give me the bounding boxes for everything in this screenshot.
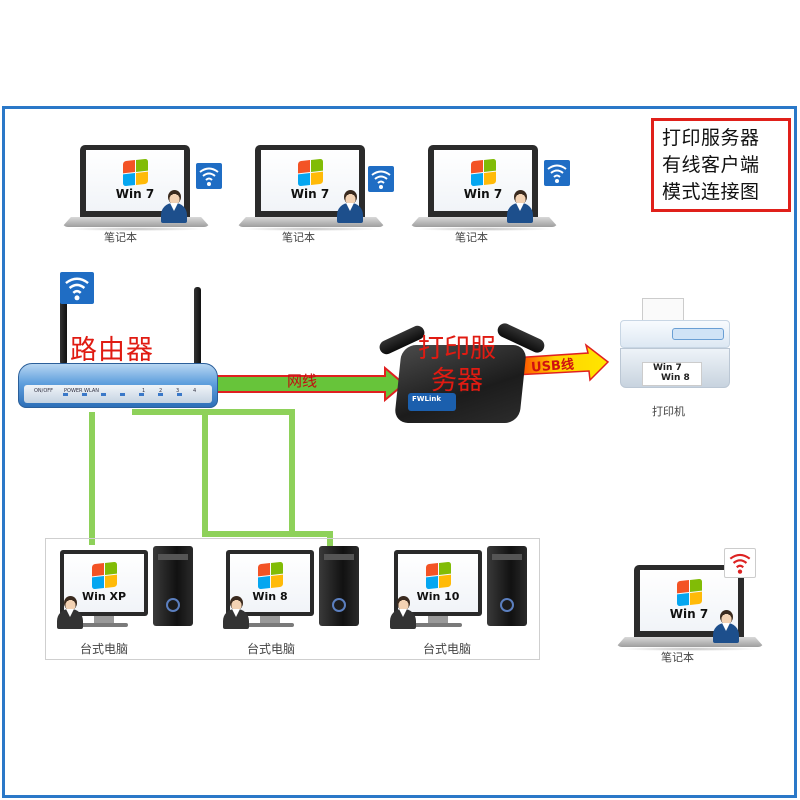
network-cable-label: 网线 (287, 372, 318, 390)
desktop-3: Win 10 (384, 546, 534, 640)
wifi-icon (724, 548, 756, 578)
router-port-label: 1 (142, 388, 146, 394)
laptop-label: 笔记本 (104, 231, 137, 244)
title-line-1: 打印服务器 (662, 127, 760, 149)
router-port-label: 4 (193, 388, 197, 394)
wifi-icon (544, 160, 570, 186)
title-line-3: 模式连接图 (662, 181, 760, 203)
router-port-label: 3 (176, 388, 180, 394)
wifi-icon (60, 272, 94, 304)
title-line-2: 有线客户端 (662, 154, 760, 176)
user-icon (222, 596, 250, 630)
windows-logo-icon (425, 561, 451, 590)
windows-logo-icon (676, 578, 702, 607)
desktop-os-label: Win 8 (252, 590, 288, 603)
printer: Win 7 Win 8 (612, 298, 732, 398)
windows-logo-icon (257, 561, 283, 590)
router-title: 路由器 (70, 335, 154, 366)
usb-cable-label: USB线 (530, 357, 575, 376)
desktop-label: 台式电脑 (80, 642, 129, 656)
desktop-1: Win XP (50, 546, 200, 640)
user-icon (712, 610, 740, 644)
laptop-os-label: Win 7 (669, 607, 709, 621)
router: ON/OFF POWER WLAN 1 2 3 4 (18, 285, 218, 415)
wifi-icon (196, 163, 222, 189)
user-icon (389, 596, 417, 630)
desktop-os-label: Win 10 (416, 590, 460, 603)
printer-paper-text: Win 8 (661, 373, 690, 383)
windows-logo-icon (122, 158, 148, 187)
printer-label: 打印机 (652, 405, 685, 418)
router-port-label: POWER (64, 388, 83, 394)
windows-logo-icon (297, 158, 323, 187)
windows-logo-icon (470, 158, 496, 187)
wifi-icon (368, 166, 394, 192)
user-icon (506, 190, 534, 224)
laptop-os-label: Win 7 (290, 187, 330, 201)
printer-paper-text: Win 7 (653, 363, 682, 373)
router-port-label: 2 (159, 388, 163, 394)
laptop-label: 笔记本 (455, 231, 488, 244)
router-port-label: WLAN (84, 388, 100, 394)
print-server: FWLink (377, 321, 553, 425)
desktop-label: 台式电脑 (423, 642, 472, 656)
windows-logo-icon (91, 561, 117, 590)
user-icon (160, 190, 188, 224)
user-icon (56, 596, 84, 630)
router-port-label: ON/OFF (34, 388, 54, 394)
laptop-1: Win 7 (62, 145, 212, 245)
desktop-os-label: Win XP (81, 590, 127, 603)
laptop-label: 笔记本 (661, 651, 694, 664)
laptop-os-label: Win 7 (463, 187, 503, 201)
print-server-title: 打印服务器 (417, 334, 496, 396)
laptop-os-label: Win 7 (115, 187, 155, 201)
print-server-logo: FWLink (408, 393, 456, 411)
laptop-label: 笔记本 (282, 231, 315, 244)
user-icon (336, 190, 364, 224)
diagram-title-box: 打印服务器 有线客户端 模式连接图 (651, 118, 791, 212)
desktop-label: 台式电脑 (247, 642, 296, 656)
